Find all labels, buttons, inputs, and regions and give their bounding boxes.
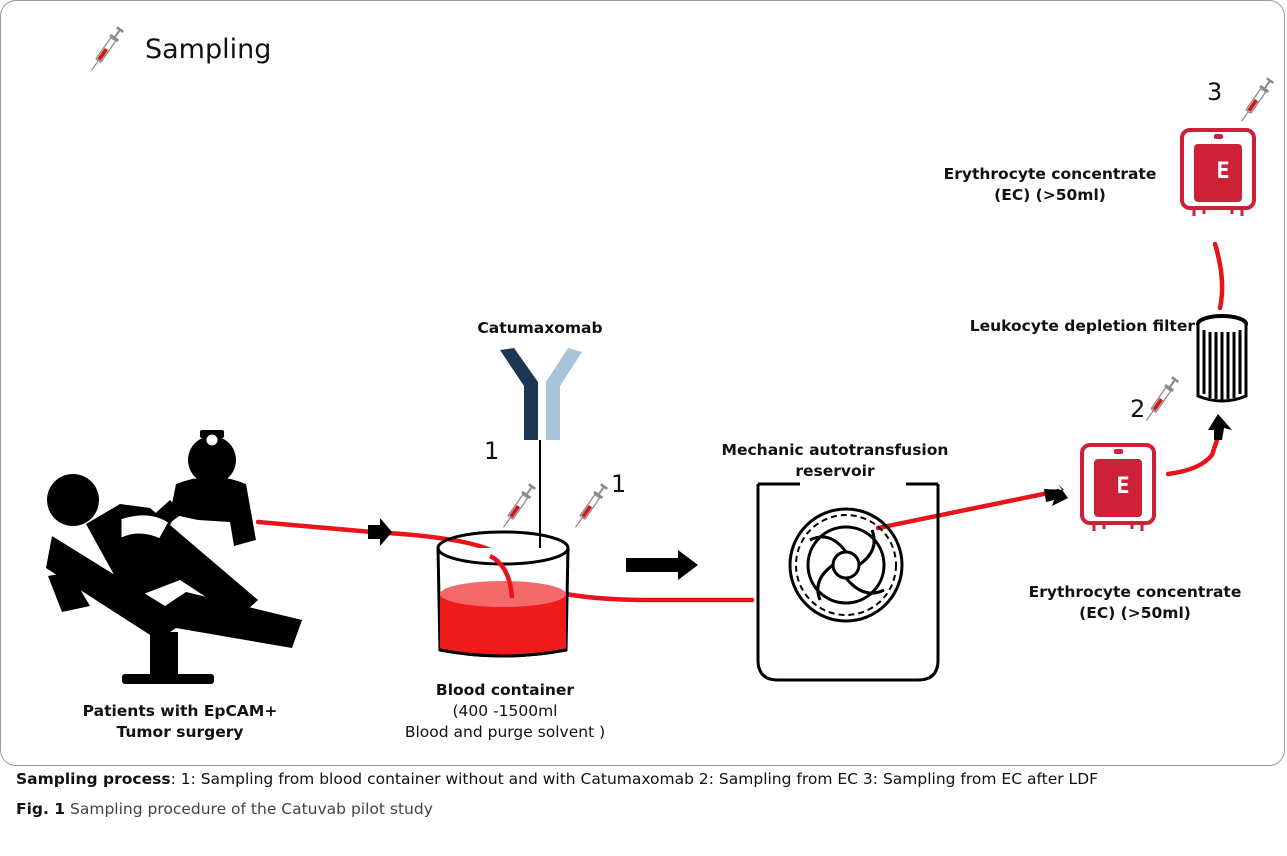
ec-upper-label: Erythrocyte concentrate (EC) (>50ml) (930, 164, 1170, 206)
arrow-icon (368, 518, 392, 546)
step-number-3: 3 (1207, 78, 1223, 106)
process-caption-text: : 1: Sampling from blood container witho… (170, 770, 1099, 788)
step-number-1b: 1 (611, 470, 627, 498)
tubing-lines (255, 241, 1225, 603)
ldf-label: Leukocyte depletion filter (969, 317, 1195, 335)
patients-label: Patients with EpCAM+ Tumor surgery (60, 701, 300, 743)
arrow-icon (1044, 484, 1068, 506)
syringe-icon (498, 482, 538, 531)
blood-container-detail-line2: Blood and purge solvent ) (404, 723, 606, 741)
figure-frame (0, 0, 1285, 766)
reservoir-label-line2: reservoir (795, 462, 875, 480)
diagram-canvas (46, 25, 1276, 684)
step-number-1a: 1 (484, 437, 500, 465)
blood-container-label: Blood container (400 -1500ml Blood and p… (380, 680, 630, 743)
syringe-icon (1141, 375, 1181, 424)
patient-surgeon-icon (46, 430, 302, 684)
syringe-icon (570, 482, 610, 531)
figure-caption-text: Sampling procedure of the Catuvab pilot … (65, 800, 433, 818)
blood-container-detail-line1: (400 -1500ml (452, 702, 558, 720)
ec-lower-label-line1: Erythrocyte concentrate (1028, 583, 1242, 601)
ec-lower-label: Erythrocyte concentrate (EC) (>50ml) (1010, 582, 1260, 624)
ec-upper-label-line1: Erythrocyte concentrate (943, 165, 1157, 183)
bag-letter-upper: E (1216, 159, 1230, 184)
reservoir-label: Mechanic autotransfusion reservoir (700, 440, 970, 482)
catumaxomab-label: Catumaxomab (477, 319, 603, 337)
process-caption-bold: Sampling process (16, 770, 171, 788)
figure-caption: Fig. 1 Sampling procedure of the Catuvab… (16, 800, 433, 818)
reservoir-icon (756, 482, 940, 682)
filter-icon (1196, 314, 1248, 403)
step-number-2: 2 (1130, 395, 1146, 423)
figure-caption-number: Fig. 1 (16, 800, 66, 818)
header-title: Sampling (145, 34, 272, 65)
reservoir-label-line1: Mechanic autotransfusion (721, 441, 949, 459)
process-caption: Sampling process: 1: Sampling from blood… (16, 770, 1098, 788)
syringe-icon (1236, 76, 1276, 125)
arrow-icon (1208, 414, 1232, 440)
header-syringe-icon (86, 25, 126, 74)
blood-container-title: Blood container (435, 681, 575, 699)
blood-container-icon (436, 530, 570, 658)
pump-icon (788, 507, 904, 623)
tubing-into-container (488, 553, 515, 599)
ec-lower-label-line2: (EC) (>50ml) (1079, 604, 1191, 622)
bag-letter-lower: E (1116, 474, 1130, 499)
arrow-icon (626, 550, 698, 580)
antibody-icon (500, 348, 582, 572)
patients-label-line1: Patients with EpCAM+ (82, 702, 278, 720)
patients-label-line2: Tumor surgery (116, 723, 244, 741)
ec-upper-label-line2: (EC) (>50ml) (994, 186, 1106, 204)
